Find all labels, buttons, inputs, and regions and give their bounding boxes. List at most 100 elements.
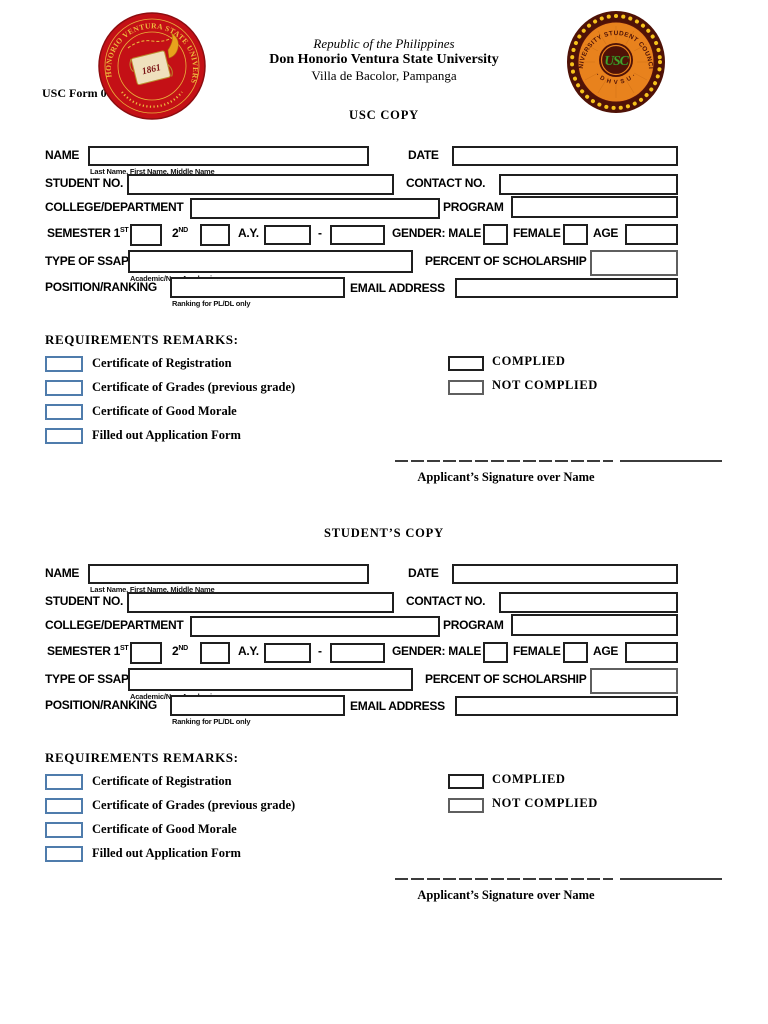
semester-first-checkbox[interactable] bbox=[130, 224, 162, 246]
date-field[interactable] bbox=[452, 564, 678, 584]
name-field[interactable] bbox=[88, 146, 369, 166]
university-seal-logo: DON HONORIO VENTURA STATE UNIVERSITY 186… bbox=[98, 12, 206, 120]
requirement-label: Certificate of Grades (previous grade) bbox=[92, 798, 296, 812]
requirements-title: REQUIREMENTS REMARKS: bbox=[45, 750, 239, 765]
college-label: COLLEGE/DEPARTMENT bbox=[45, 618, 184, 632]
position-ranking-caption: Ranking for PL/DL only bbox=[172, 299, 251, 308]
gender-male-checkbox[interactable] bbox=[483, 642, 508, 663]
ssap-type-field[interactable] bbox=[128, 250, 413, 273]
gender-male-checkbox[interactable] bbox=[483, 224, 508, 245]
scholarship-percent-field[interactable] bbox=[590, 250, 678, 276]
email-field[interactable] bbox=[455, 696, 678, 716]
university-seal-year: 1861 bbox=[141, 63, 162, 77]
student-no-label: STUDENT NO. bbox=[45, 176, 124, 190]
name-label: NAME bbox=[45, 148, 80, 162]
gender-male-label: GENDER: MALE bbox=[392, 644, 482, 658]
program-label: PROGRAM bbox=[443, 200, 504, 214]
requirement-label: Certificate of Registration bbox=[92, 356, 232, 370]
semester-second-checkbox[interactable] bbox=[200, 642, 230, 664]
college-field[interactable] bbox=[190, 616, 440, 637]
college-field[interactable] bbox=[190, 198, 440, 219]
semester-second-label: 2ND bbox=[172, 226, 188, 240]
gender-female-checkbox[interactable] bbox=[563, 224, 588, 245]
signature-line-short bbox=[620, 460, 722, 462]
complied-label: COMPLIED bbox=[492, 354, 566, 368]
requirement-checkbox-good-morale[interactable] bbox=[45, 822, 83, 838]
requirement-checkbox-good-morale[interactable] bbox=[45, 404, 83, 420]
academic-year-label: A.Y. bbox=[238, 226, 259, 240]
signature-line-short bbox=[620, 878, 722, 880]
student-no-field[interactable] bbox=[127, 174, 394, 195]
position-ranking-caption: Ranking for PL/DL only bbox=[172, 717, 251, 726]
requirement-checkbox-registration[interactable] bbox=[45, 774, 83, 790]
not-complied-label: NOT COMPLIED bbox=[492, 796, 598, 810]
copy-title: USC COPY bbox=[349, 108, 419, 122]
contact-no-label: CONTACT NO. bbox=[406, 594, 486, 608]
program-field[interactable] bbox=[511, 614, 678, 636]
gender-female-label: FEMALE bbox=[513, 644, 561, 658]
ssap-type-field[interactable] bbox=[128, 668, 413, 691]
complied-checkbox[interactable] bbox=[448, 356, 484, 371]
requirement-label: Filled out Application Form bbox=[92, 428, 241, 442]
requirement-label: Certificate of Registration bbox=[92, 774, 232, 788]
not-complied-checkbox[interactable] bbox=[448, 380, 484, 395]
complied-label: COMPLIED bbox=[492, 772, 566, 786]
signature-label: Applicant’s Signature over Name bbox=[417, 470, 595, 484]
complied-checkbox[interactable] bbox=[448, 774, 484, 789]
program-label: PROGRAM bbox=[443, 618, 504, 632]
semester-first-label: SEMESTER 1ST bbox=[47, 644, 129, 658]
requirement-label: Certificate of Good Morale bbox=[92, 822, 237, 836]
requirement-label: Filled out Application Form bbox=[92, 846, 241, 860]
semester-first-checkbox[interactable] bbox=[130, 642, 162, 664]
signature-line bbox=[395, 460, 613, 462]
position-ranking-field[interactable] bbox=[170, 695, 345, 716]
requirement-checkbox-application-form[interactable] bbox=[45, 846, 83, 862]
student-no-field[interactable] bbox=[127, 592, 394, 613]
date-label: DATE bbox=[408, 148, 439, 162]
age-field[interactable] bbox=[625, 224, 678, 245]
ssap-type-label: TYPE OF SSAP bbox=[45, 254, 129, 268]
contact-no-field[interactable] bbox=[499, 592, 678, 613]
name-caption: Last Name, First Name, Middle Name bbox=[90, 585, 215, 594]
age-label: AGE bbox=[593, 226, 619, 240]
academic-year-label: A.Y. bbox=[238, 644, 259, 658]
contact-no-label: CONTACT NO. bbox=[406, 176, 486, 190]
academic-year-end-field[interactable] bbox=[330, 643, 385, 663]
scholarship-percent-label: PERCENT OF SCHOLARSHIP bbox=[425, 254, 587, 268]
gender-male-label: GENDER: MALE bbox=[392, 226, 482, 240]
signature-label: Applicant’s Signature over Name bbox=[417, 888, 595, 902]
email-field[interactable] bbox=[455, 278, 678, 298]
date-label: DATE bbox=[408, 566, 439, 580]
not-complied-checkbox[interactable] bbox=[448, 798, 484, 813]
name-field[interactable] bbox=[88, 564, 369, 584]
academic-year-start-field[interactable] bbox=[264, 225, 311, 245]
student-no-label: STUDENT NO. bbox=[45, 594, 124, 608]
copy-title: STUDENT’S COPY bbox=[324, 526, 444, 540]
age-field[interactable] bbox=[625, 642, 678, 663]
semester-second-checkbox[interactable] bbox=[200, 224, 230, 246]
academic-year-dash: - bbox=[318, 644, 322, 658]
requirement-checkbox-grades[interactable] bbox=[45, 380, 83, 396]
academic-year-start-field[interactable] bbox=[264, 643, 311, 663]
date-field[interactable] bbox=[452, 146, 678, 166]
usc-copy-section: USC COPY NAME Last Name, First Name, Mid… bbox=[0, 108, 768, 508]
program-field[interactable] bbox=[511, 196, 678, 218]
position-ranking-field[interactable] bbox=[170, 277, 345, 298]
contact-no-field[interactable] bbox=[499, 174, 678, 195]
scholarship-percent-field[interactable] bbox=[590, 668, 678, 694]
age-label: AGE bbox=[593, 644, 619, 658]
academic-year-end-field[interactable] bbox=[330, 225, 385, 245]
requirement-checkbox-registration[interactable] bbox=[45, 356, 83, 372]
position-ranking-label: POSITION/RANKING bbox=[45, 280, 157, 294]
requirement-checkbox-grades[interactable] bbox=[45, 798, 83, 814]
usc-seal-monogram: USC bbox=[604, 53, 629, 68]
requirement-label: Certificate of Good Morale bbox=[92, 404, 237, 418]
name-label: NAME bbox=[45, 566, 80, 580]
requirement-checkbox-application-form[interactable] bbox=[45, 428, 83, 444]
signature-line bbox=[395, 878, 613, 880]
requirement-label: Certificate of Grades (previous grade) bbox=[92, 380, 296, 394]
form-number: USC Form 004 bbox=[42, 86, 119, 100]
gender-female-checkbox[interactable] bbox=[563, 642, 588, 663]
not-complied-label: NOT COMPLIED bbox=[492, 378, 598, 392]
